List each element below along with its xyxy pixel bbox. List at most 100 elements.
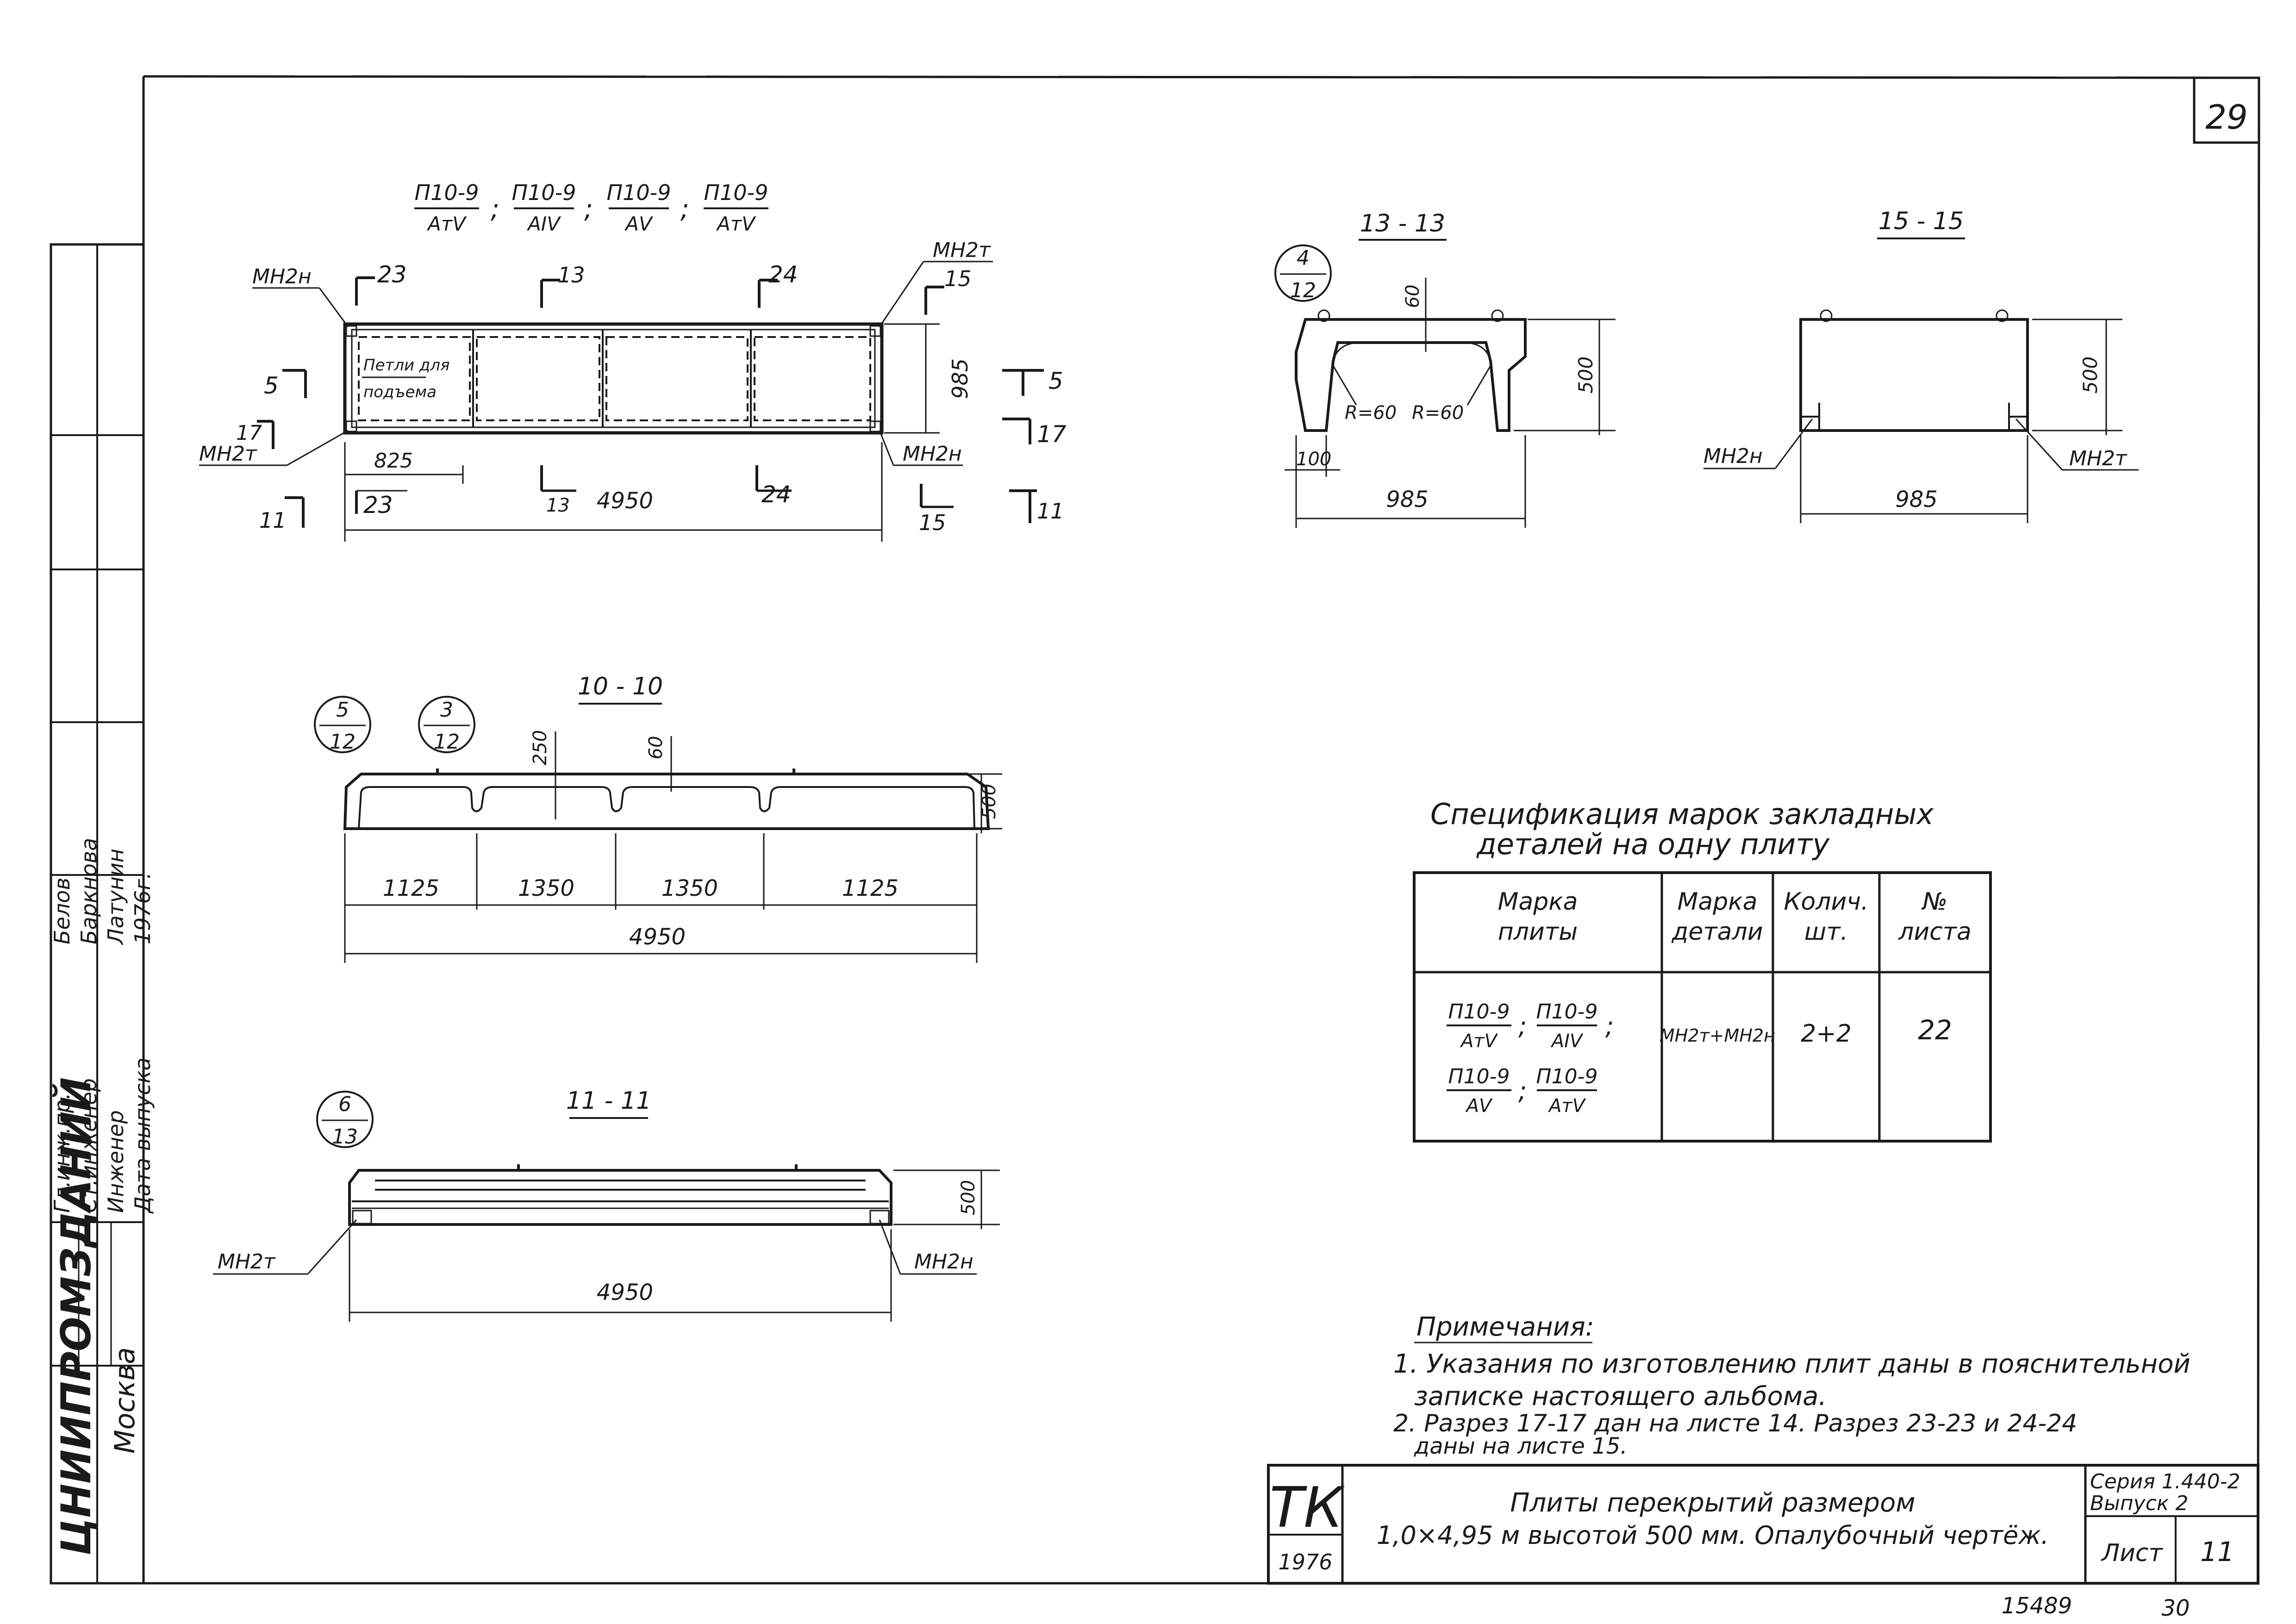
plan-marks: П10-9 АтV ; П10-9 АIV ; П10-9 АV ; П10-9…	[414, 180, 768, 235]
s15-mn2n: МН2н	[1703, 444, 1763, 468]
cut-11-right: 11	[1037, 499, 1064, 524]
s13-r2: R=60	[1412, 402, 1464, 424]
spec-mark-2-num: П10-9	[1536, 1000, 1598, 1024]
spec-mark-2-den: АIV	[1550, 1031, 1584, 1052]
cut-13-bottom: 13	[546, 495, 570, 516]
plan-mark-2-num: П10-9	[512, 180, 576, 205]
role-chief-engineer: Гл.инж.пр.	[50, 1093, 75, 1213]
plan-view: П10-9 АтV ; П10-9 АIV ; П10-9 АV ; П10-9…	[199, 180, 1067, 542]
s13-ref-num: 4	[1297, 246, 1310, 270]
cut-11-left: 11	[259, 508, 287, 533]
org-name: ЦНИИПРОМЗДАНИЙ	[52, 1077, 100, 1555]
s11-mn2t: МН2т	[218, 1250, 276, 1274]
s10-seg-4: 1125	[842, 875, 898, 901]
spec-mark-1-den: АтV	[1460, 1031, 1498, 1052]
s13-dim-60: 60	[1402, 285, 1423, 308]
plan-mark-2-den: АIV	[526, 212, 562, 235]
role-engineer: Инженер	[103, 1110, 128, 1213]
s15-dim-500: 500	[2079, 356, 2102, 394]
stamp-right: 30	[2161, 1595, 2190, 1621]
s10-ref2-den: 12	[434, 730, 460, 754]
plan-mark-3-num: П10-9	[607, 180, 671, 205]
plan-sep-2: ;	[584, 194, 593, 224]
s11-ref-den: 13	[332, 1125, 358, 1149]
s10-dim-250: 250	[530, 730, 551, 765]
tb-issue: Выпуск 2	[2090, 1492, 2188, 1515]
spec-sep-2: ;	[1605, 1012, 1614, 1041]
s10-dim-500: 500	[979, 784, 1000, 819]
tb-title-2: 1,0×4,95 м высотой 500 мм. Опалубочный ч…	[1377, 1521, 2049, 1550]
spec-h3-a: Колич.	[1784, 888, 1868, 916]
spec-detail: МН2т+МН2н	[1660, 1025, 1775, 1046]
s10-dim-4950: 4950	[629, 924, 686, 950]
plan-mark-4-den: АтV	[716, 212, 756, 235]
spec-h3-b: шт.	[1804, 918, 1848, 946]
s13-ref-den: 12	[1290, 279, 1316, 302]
section-13-13: 13 - 13 4 12 R=60 R=60 60 500 100 985	[1274, 210, 1616, 528]
name-chief-engineer: Белов	[50, 877, 75, 944]
spec-mark-3-den: АV	[1465, 1095, 1493, 1117]
spec-h2-b: детали	[1671, 918, 1763, 946]
plan-mn2n-bottom: МН2н	[903, 442, 962, 466]
spec-h4-b: листа	[1898, 918, 1972, 946]
s11-dim-4950: 4950	[597, 1280, 653, 1305]
plan-mn2t-top: МН2т	[933, 238, 991, 262]
notes-line-2: записке настоящего альбома.	[1414, 1381, 1827, 1412]
cut-13-top: 13	[558, 262, 585, 287]
name-engineer: Латунин	[103, 849, 128, 945]
spec-sep-1: ;	[1518, 1012, 1527, 1041]
role-release-date: Дата выпуска	[130, 1057, 155, 1214]
tk-year: 1976	[1278, 1549, 1332, 1574]
plan-mark-1-den: АтV	[426, 212, 467, 235]
section-15-15: 15 - 15 500 МН2н МН2т 985	[1703, 207, 2139, 523]
s15-mn2t: МН2т	[2069, 447, 2128, 470]
s10-ref2-num: 3	[440, 698, 453, 722]
plan-mn2n-top: МН2н	[252, 265, 312, 288]
plan-mn2t-bottom: МН2т	[199, 442, 257, 466]
s10-ref1-den: 12	[330, 730, 356, 754]
cut-5-right: 5	[1048, 368, 1063, 394]
plan-mark-4-num: П10-9	[704, 180, 768, 205]
spec-sep-3: ;	[1518, 1076, 1527, 1106]
plan-sep-1: ;	[491, 194, 499, 224]
plan-hole-note-2: подъема	[363, 383, 437, 401]
cut-5-left: 5	[264, 372, 279, 399]
spec-h1-b: плиты	[1498, 918, 1578, 946]
cut-15-top: 15	[944, 266, 972, 291]
notes-line-1: 1. Указания по изготовлению плит даны в …	[1393, 1349, 2190, 1379]
notes-title: Примечания:	[1416, 1312, 1594, 1342]
org-city: Москва	[109, 1347, 141, 1454]
plan-sep-3: ;	[680, 194, 689, 224]
spec-qty: 2+2	[1801, 1020, 1852, 1048]
notes: Примечания: 1. Указания по изготовлению …	[1393, 1312, 2190, 1459]
name-release-date: 1976г.	[130, 872, 155, 944]
s10-dim-60: 60	[645, 736, 667, 760]
tb-sheet-no: 11	[2200, 1536, 2234, 1568]
section-11-11: 11 - 11 6 13 500 МН2т МН2н 4950	[213, 1087, 1000, 1322]
notes-line-4: даны на листе 15.	[1414, 1433, 1628, 1459]
sidebar-signatures: ЦНИИПРОМЗДАНИЙ Москва Гл.инж.пр. Ст.инже…	[50, 243, 155, 1585]
plan-mark-3-den: АV	[624, 212, 654, 235]
cut-17-left: 17	[236, 421, 262, 445]
s15-dim-985: 985	[1895, 487, 1938, 512]
s13-dim-500: 500	[1574, 356, 1597, 394]
notes-line-3: 2. Разрез 17-17 дан на листе 14. Разрез …	[1393, 1410, 2077, 1437]
spec-title-1: Спецификация марок закладных	[1430, 797, 1934, 831]
s10-seg-1: 1125	[383, 875, 439, 901]
spec-mark-4-den: АтV	[1547, 1095, 1586, 1117]
plan-dim-985: 985	[948, 358, 973, 399]
tb-sheet-label: Лист	[2101, 1539, 2163, 1567]
s11-title: 11 - 11	[566, 1087, 651, 1115]
cut-15-bottom: 15	[919, 510, 946, 535]
spec-mark-1-num: П10-9	[1448, 1000, 1510, 1024]
s10-seg-2: 1350	[518, 875, 574, 901]
stamp-left: 15489	[2002, 1593, 2072, 1619]
spec-sheet: 22	[1918, 1014, 1952, 1046]
s11-dim-500: 500	[958, 1180, 979, 1215]
role-senior-engineer: Ст.инженер	[76, 1078, 101, 1213]
spec-mark-3-num: П10-9	[1448, 1065, 1510, 1088]
plan-hole-note-1: Петли для	[363, 356, 450, 375]
tk-logo: ТК	[1270, 1476, 1345, 1540]
s11-ref-num: 6	[338, 1093, 351, 1116]
spec-table: Спецификация марок закладных деталей на …	[1413, 797, 1992, 1143]
